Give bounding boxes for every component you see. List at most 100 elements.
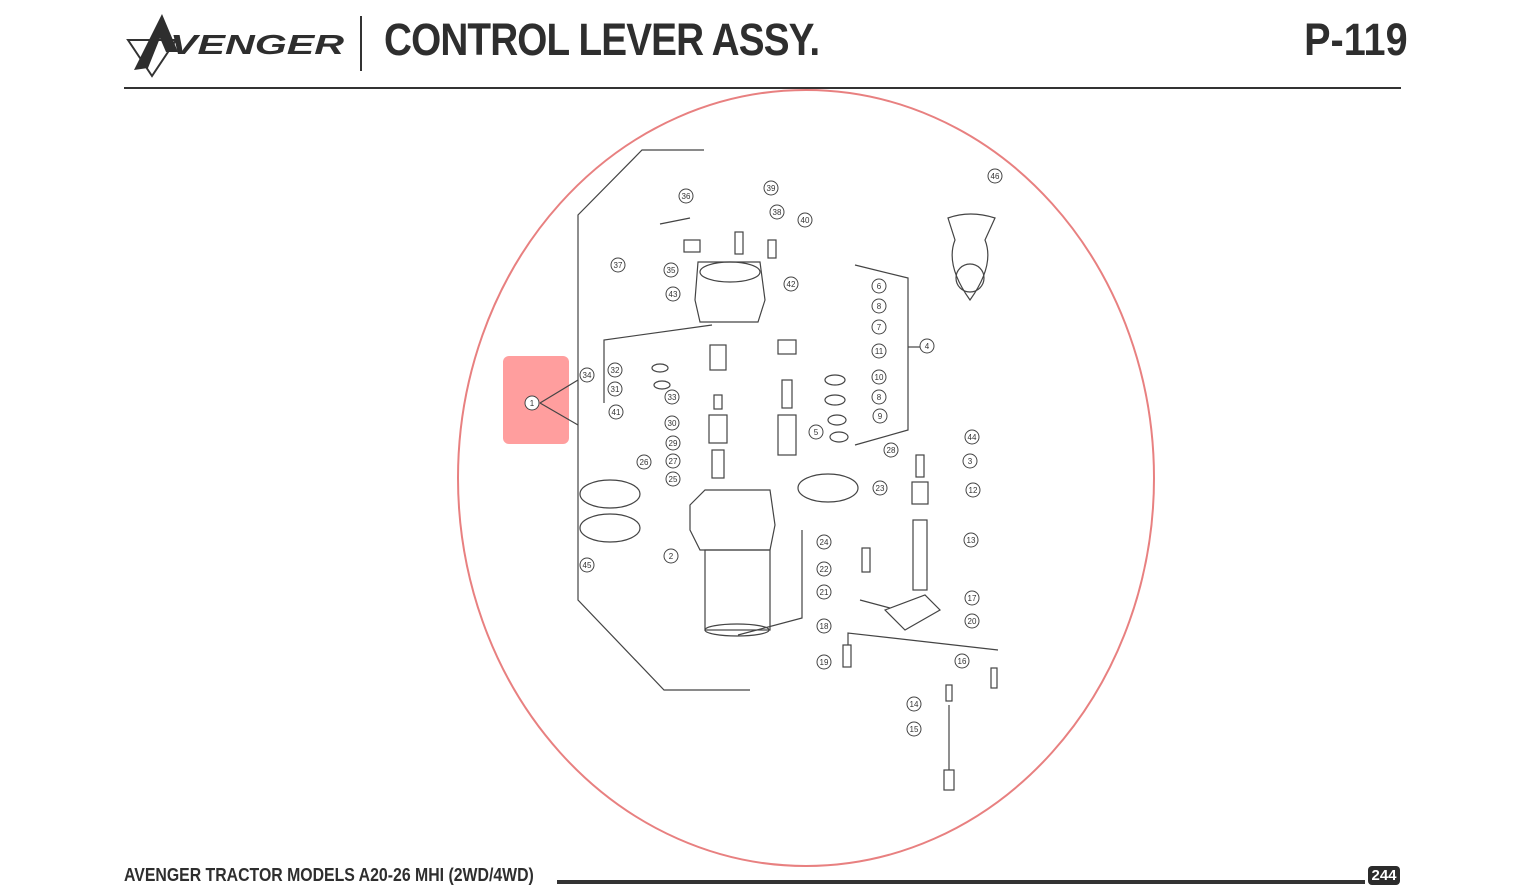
part-callout-41: 41: [608, 404, 624, 420]
part-callout-label: 15: [910, 725, 919, 734]
part-callout-circle: [871, 278, 887, 294]
part-callout-label: 1: [530, 399, 535, 408]
part-callout-15: 15: [906, 721, 922, 737]
part-callout-14: 14: [906, 696, 922, 712]
part-callout-circle: [665, 286, 681, 302]
part-callout-circle: [963, 532, 979, 548]
part-callout-32: 32: [607, 362, 623, 378]
part-callout-circle: [610, 257, 626, 273]
part-callout-label: 34: [583, 371, 592, 380]
part-callout-45: 45: [579, 557, 595, 573]
page-number-badge: 244: [1368, 866, 1400, 885]
part-callout-circle: [665, 471, 681, 487]
header-divider: [360, 16, 362, 71]
part-callout-label: 29: [669, 439, 678, 448]
part-callout-label: 10: [875, 373, 884, 382]
part-callout-30: 30: [664, 415, 680, 431]
part-callout-label: 9: [878, 412, 883, 421]
part-callout-20: 20: [964, 613, 980, 629]
part-callout-circle: [783, 276, 799, 292]
part-callout-9: 9: [872, 408, 888, 424]
part-callout-40: 40: [797, 212, 813, 228]
part-callout-label: 13: [967, 536, 976, 545]
page-code: P-119: [1304, 14, 1408, 65]
part-callout-label: 38: [773, 208, 782, 217]
part-callout-label: 22: [820, 565, 829, 574]
part-callout-18: 18: [816, 618, 832, 634]
part-callout-12: 12: [965, 482, 981, 498]
part-callout-label: 18: [820, 622, 829, 631]
part-callout-circle: [608, 404, 624, 420]
part-callout-circle: [816, 534, 832, 550]
part-callout-34: 34: [579, 367, 595, 383]
part-callout-label: 24: [820, 538, 829, 547]
part-callout-label: 6: [877, 282, 882, 291]
part-callout-6: 6: [871, 278, 887, 294]
part-callout-circle: [919, 338, 935, 354]
part-callout-1: 1: [524, 395, 540, 411]
part-callout-circle: [871, 389, 887, 405]
part-callout-39: 39: [763, 180, 779, 196]
part-callout-label: 41: [612, 408, 621, 417]
part-callout-label: 17: [968, 594, 977, 603]
part-callout-label: 43: [669, 290, 678, 299]
part-callout-circle: [664, 389, 680, 405]
part-callout-label: 32: [611, 366, 620, 375]
part-callout-23: 23: [872, 480, 888, 496]
part-callout-label: 37: [614, 261, 623, 270]
part-callout-label: 28: [887, 446, 896, 455]
part-callout-label: 25: [669, 475, 678, 484]
part-callout-label: 39: [767, 184, 776, 193]
part-callout-circle: [579, 367, 595, 383]
part-callout-circle: [769, 204, 785, 220]
part-callout-8: 8: [871, 298, 887, 314]
part-callout-circle: [636, 454, 652, 470]
part-callout-circle: [663, 262, 679, 278]
part-callout-37: 37: [610, 257, 626, 273]
part-callout-label: 5: [814, 428, 819, 437]
part-callout-circle: [871, 343, 887, 359]
part-callout-circle: [665, 453, 681, 469]
page-title: CONTROL LEVER ASSY.: [384, 14, 820, 65]
part-callout-33: 33: [664, 389, 680, 405]
part-callout-circle: [797, 212, 813, 228]
part-callout-label: 44: [968, 433, 977, 442]
part-callout-label: 46: [991, 172, 1000, 181]
part-callout-label: 23: [876, 484, 885, 493]
part-callout-circle: [579, 557, 595, 573]
part-callout-circle: [665, 435, 681, 451]
part-callout-circle: [964, 590, 980, 606]
part-callout-circle: [871, 319, 887, 335]
part-callout-circle: [816, 654, 832, 670]
part-callout-label: 8: [877, 302, 882, 311]
part-callout-circle: [524, 395, 540, 411]
part-callout-label: 42: [787, 280, 796, 289]
part-callout-28: 28: [883, 442, 899, 458]
part-callout-label: 8: [877, 393, 882, 402]
svg-text:VENGER: VENGER: [170, 29, 345, 60]
part-callout-16: 16: [954, 653, 970, 669]
part-callout-29: 29: [665, 435, 681, 451]
part-callout-label: 40: [801, 216, 810, 225]
part-callout-4: 4: [919, 338, 935, 354]
part-callout-label: 31: [611, 385, 620, 394]
part-callout-circle: [962, 453, 978, 469]
part-callout-circle: [816, 584, 832, 600]
part-callout-circle: [678, 188, 694, 204]
part-callout-label: 12: [969, 486, 978, 495]
part-callout-36: 36: [678, 188, 694, 204]
part-callout-circle: [964, 429, 980, 445]
footer-model-text: AVENGER TRACTOR MODELS A20-26 MHI (2WD/4…: [124, 865, 534, 885]
part-callout-circle: [607, 362, 623, 378]
part-callout-circle: [607, 381, 623, 397]
footer-rule: [557, 880, 1365, 884]
part-callout-label: 30: [668, 419, 677, 428]
part-callout-label: 19: [820, 658, 829, 667]
part-callout-38: 38: [769, 204, 785, 220]
part-callout-44: 44: [964, 429, 980, 445]
part-callout-label: 26: [640, 458, 649, 467]
part-callout-5: 5: [808, 424, 824, 440]
part-callout-46: 46: [987, 168, 1003, 184]
part-callout-circle: [965, 482, 981, 498]
